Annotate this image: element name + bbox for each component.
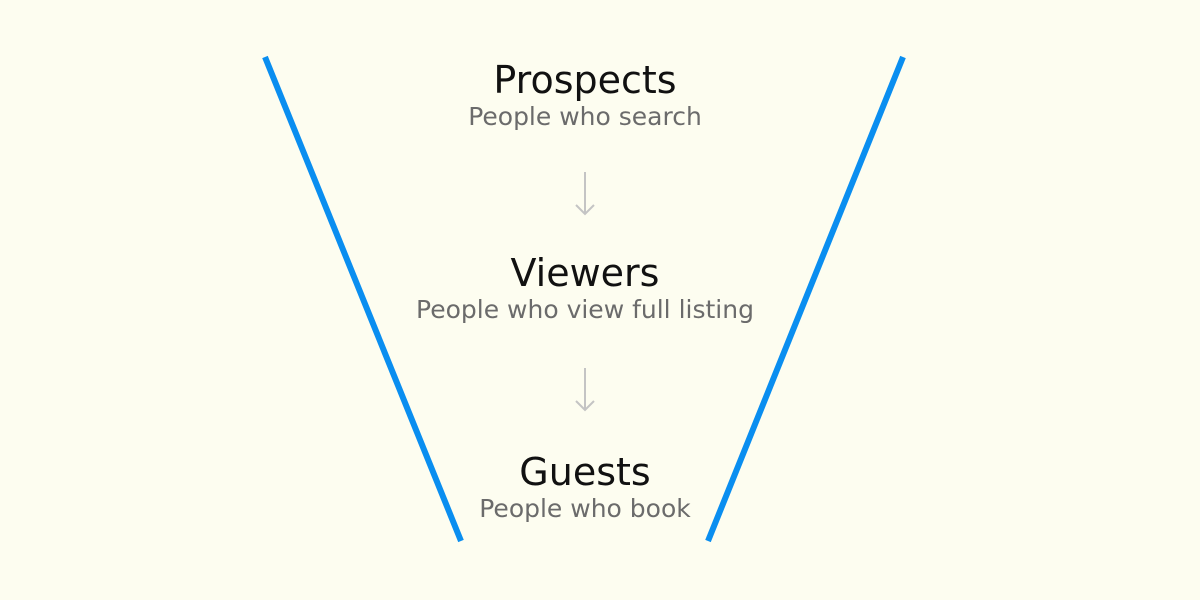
stage-title: Viewers (510, 251, 660, 295)
stage-description: People who view full listing (416, 295, 754, 324)
stage-description: People who search (468, 102, 702, 131)
arrow-down-icon (575, 368, 595, 412)
stage-title: Prospects (493, 58, 677, 102)
funnel-right-edge (705, 55, 906, 543)
stage-viewers: Viewers People who view full listing (0, 251, 1170, 325)
stage-prospects: Prospects People who search (0, 58, 1170, 132)
stage-description: People who book (479, 494, 691, 523)
arrow-down-icon (575, 172, 595, 216)
stage-title: Guests (519, 450, 651, 494)
stage-guests: Guests People who book (0, 450, 1170, 524)
funnel-left-edge (262, 55, 464, 543)
